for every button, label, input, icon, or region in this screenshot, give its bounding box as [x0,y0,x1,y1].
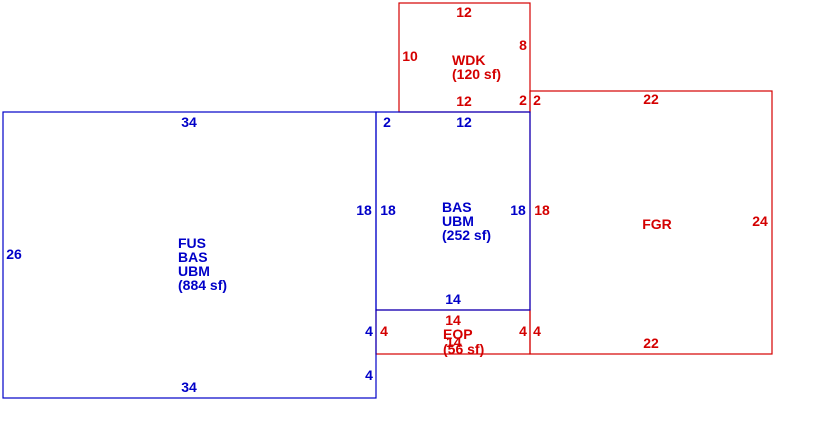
bas-ubm-outline [375,111,531,311]
wdk-dim-left: 10 [402,48,418,64]
fus-code-2: BAS [178,249,208,265]
fus-code-1: FUS [178,235,206,251]
eop-area-label: (56 sf) [443,341,484,357]
bas-code-2: UBM [442,213,474,229]
bas-dim-top: 12 [456,114,472,130]
wdk-dim-right-lower: 2 [519,92,527,108]
fus-dim-right-lower-a: 4 [365,323,373,339]
wdk-code-label: WDK [452,52,485,68]
wdk-dim-top: 12 [456,4,472,20]
bas-dim-right: 18 [510,202,526,218]
fgr-dim-bottom: 22 [643,335,659,351]
fus-dim-top: 34 [181,114,197,130]
wdk-dim-bottom: 12 [456,93,472,109]
eop-code-label: EOP [443,326,473,342]
fus-code-3: UBM [178,263,210,279]
eop-overlap-text: 14 [446,334,462,350]
bas-dim-bottom: 14 [445,291,461,307]
bas-dim-left: 18 [380,202,396,218]
fus-dim-bottom: 34 [181,379,197,395]
eop-dim-left: 4 [380,323,388,339]
fgr-dim-right: 24 [752,213,768,229]
fgr-code-label: FGR [642,216,672,232]
fus-dim-left: 26 [6,246,22,262]
bas-area-label: (252 sf) [442,227,491,243]
bas-code-1: BAS [442,199,472,215]
eop-dim-top: 14 [445,312,461,328]
fgr-dim-left-lower: 4 [533,323,541,339]
bas-dim-top-left: 2 [383,114,391,130]
fgr-dim-left: 18 [534,202,550,218]
fgr-dim-top: 22 [643,91,659,107]
fus-dim-right-lower-b: 4 [365,367,373,383]
fus-dim-right-upper: 18 [356,202,372,218]
fus-area-label: (884 sf) [178,277,227,293]
wdk-area-label: (120 sf) [452,66,501,82]
eop-dim-right: 4 [519,323,527,339]
wdk-dim-right: 8 [519,37,527,53]
fgr-dim-top-left: 2 [533,92,541,108]
